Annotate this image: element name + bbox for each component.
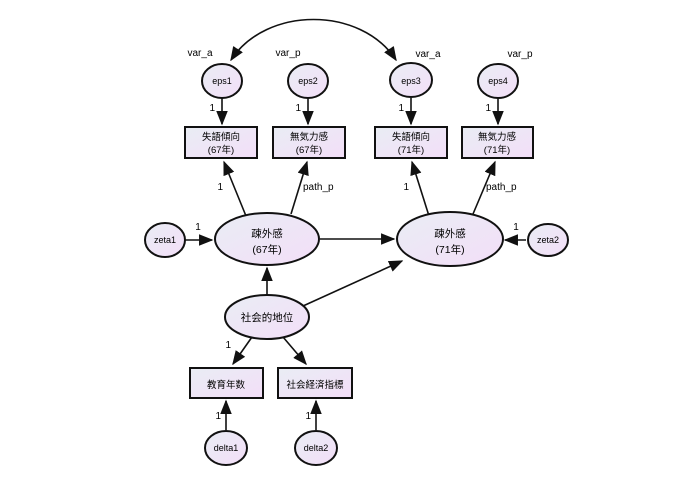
eps3-loading-label: 1 [398,103,404,114]
delta2-label: delta2 [304,443,329,453]
var-a-eps3-label: var_a [415,49,440,60]
powerless71-rect[interactable] [461,126,534,159]
anomia67-loading-label: 1 [217,182,223,193]
anomia71-rect[interactable] [374,126,448,159]
eps1-label: eps1 [212,76,232,86]
alienation67-label-line1: 疎外感 [251,227,283,240]
alienation71-to-anomia71-arrow[interactable] [410,160,430,217]
alienation67-to-powerless67-arrow[interactable] [290,160,309,215]
anomia71-label-line2: (71年) [398,144,424,156]
ses-ellipse[interactable] [224,294,310,340]
eps2-circle[interactable] [287,63,329,99]
zeta1-circle[interactable] [144,222,186,258]
alienation71-label-line1: 疎外感 [434,227,466,240]
var-p-eps4-label: var_p [507,49,532,60]
eps1-loading-label: 1 [209,103,215,114]
ses-label: 社会的地位 [241,311,294,324]
powerless67-loading-label: path_p [303,182,334,193]
powerless67-label-line1: 無気力感 [290,131,329,143]
ses-to-education-arrow[interactable] [232,336,253,366]
alienation71-ellipse[interactable] [396,211,504,267]
delta2-circle[interactable] [294,430,338,466]
zeta2-label: zeta2 [537,235,559,245]
delta1-circle[interactable] [204,430,248,466]
zeta1-label: zeta1 [154,235,176,245]
eps1-circle[interactable] [201,63,243,99]
anomia71-label-line1: 失語傾向 [392,131,430,143]
delta2-path-label: 1 [305,411,311,422]
covariance-eps1-eps3-arrow[interactable] [230,18,397,62]
alienation67-to-anomia67-arrow[interactable] [223,160,247,217]
eps4-loading-label: 1 [485,103,491,114]
powerless71-label-line2: (71年) [484,144,510,156]
powerless67-label-line2: (67年) [296,144,322,156]
zeta2-circle[interactable] [527,223,569,257]
zeta1-path-label: 1 [195,222,201,233]
education-label: 教育年数 [207,379,246,391]
anomia67-rect[interactable] [184,126,258,159]
ses-to-alienation71-arrow[interactable] [302,260,404,307]
powerless71-loading-label: path_p [486,182,517,193]
ses-to-sei-arrow[interactable] [282,336,307,366]
delta1-label: delta1 [214,443,239,453]
eps2-label: eps2 [298,76,318,86]
sei-rect[interactable] [277,367,353,399]
sei-label: 社会経済指標 [286,379,344,391]
eps3-circle[interactable] [389,62,433,98]
alienation67-ellipse[interactable] [214,212,320,266]
var-a-eps1-label: var_a [187,48,212,59]
alienation71-label-line2: (71年) [435,243,464,256]
zeta2-path-label: 1 [513,222,519,233]
var-p-eps2-label: var_p [275,48,300,59]
powerless67-rect[interactable] [272,126,346,159]
eps2-loading-label: 1 [295,103,301,114]
anomia71-loading-label: 1 [403,182,409,193]
alienation71-to-powerless71-arrow[interactable] [472,160,496,215]
powerless71-label-line1: 無気力感 [478,131,517,143]
education-rect[interactable] [189,367,264,399]
eps4-circle[interactable] [477,63,519,99]
delta1-path-label: 1 [215,411,221,422]
alienation67-label-line2: (67年) [252,243,281,256]
eps4-label: eps4 [488,76,508,86]
anomia67-label-line2: (67年) [208,144,234,156]
eps3-label: eps3 [401,76,421,86]
education-loading-label: 1 [225,340,231,351]
anomia67-label-line1: 失語傾向 [202,131,240,143]
